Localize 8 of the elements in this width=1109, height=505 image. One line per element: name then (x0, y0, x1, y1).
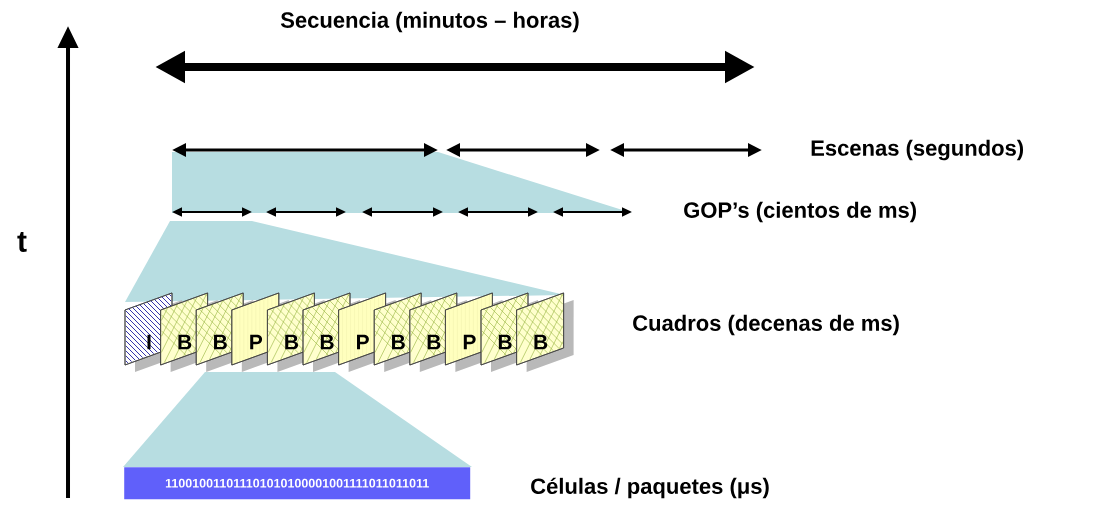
axis-label: t (17, 232, 27, 252)
level-label: GOP’s (cientos de ms) (684, 201, 916, 223)
level-label: Escenas (segundos) (811, 139, 1024, 161)
level-label: Cuadros (decenas de ms) (633, 314, 899, 336)
level-label: Secuencia (minutos – horas) (280, 11, 579, 33)
bit-bar: 110010011011101010100001001111011011011 (124, 467, 471, 500)
level-label: Células / paquetes (μs) (531, 477, 769, 499)
video-frame: B (516, 292, 574, 372)
